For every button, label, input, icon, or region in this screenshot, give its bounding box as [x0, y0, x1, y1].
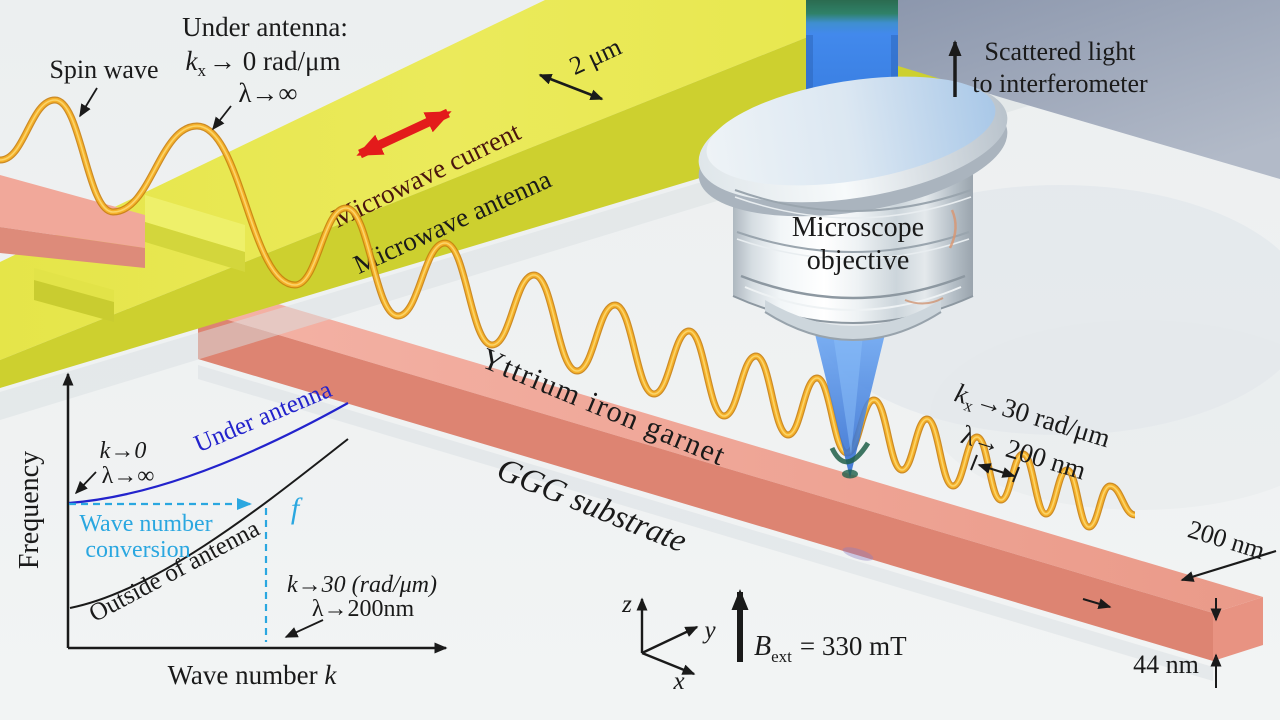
laser-cone-highlight — [833, 334, 863, 455]
objective-label-line2: objective — [807, 245, 910, 276]
strip-width-arrow2-icon — [1082, 598, 1112, 610]
inset-k0-label: k→0 — [100, 438, 147, 464]
coordinate-axes: z y x — [621, 591, 716, 695]
spin-wave-pointer-icon — [79, 87, 98, 118]
under-antenna-heading: Under antenna: — [182, 12, 348, 42]
z-axis-label: z — [621, 591, 632, 618]
bump-front-face — [145, 222, 245, 272]
objective-nose-edge — [764, 311, 942, 341]
objective-nose — [765, 300, 941, 340]
inset-curve-under-antenna — [68, 402, 349, 505]
antenna-terrace-pad — [34, 268, 114, 322]
spin-wave-label: Spin wave — [49, 55, 158, 84]
bump-top-face — [145, 195, 245, 252]
y-axis-label: y — [701, 617, 716, 644]
inset-k0-pointer-icon — [74, 471, 97, 495]
microwave-current-arrow-icon — [356, 108, 452, 159]
yig-right-front-face — [198, 311, 1213, 661]
x-axis-label: x — [672, 668, 684, 695]
spin-wave-annotation: Spin wave — [49, 55, 159, 118]
x-axis-icon — [641, 651, 696, 676]
focal-spot — [842, 469, 858, 479]
yig-right-top-face — [198, 295, 1263, 613]
laser-cone — [815, 334, 885, 561]
yig-right-end-face — [1213, 597, 1263, 661]
flange-top-face — [706, 76, 996, 186]
strip-width-arrow-icon — [1180, 549, 1277, 582]
laser-beam-edge-left — [806, 35, 813, 135]
antenna-crossing-bump — [145, 195, 245, 272]
yig-strip-left — [0, 175, 145, 268]
spin-wave-highlight — [0, 99, 1136, 528]
focal-reflection — [842, 547, 874, 561]
yig-left-front-face — [0, 227, 145, 268]
yig-right-shadow — [198, 365, 1213, 681]
under-antenna-lambda: λ→∞ — [238, 78, 297, 108]
strip-thickness-label: 44 nm — [1133, 650, 1199, 679]
wave-through-cone — [829, 441, 871, 465]
under-antenna-pointer-icon — [212, 105, 232, 131]
inset-curve-outside-antenna — [69, 438, 349, 609]
terrace-top-face — [34, 268, 114, 302]
wavelength-measure-icon — [970, 454, 1020, 483]
y-axis-icon — [641, 625, 699, 655]
under-antenna-k: kx→ 0 rad/μm — [186, 46, 341, 80]
inset-conversion-line2: conversion — [85, 537, 190, 563]
inset-k30-label: k→30 (rad/μm) — [287, 572, 437, 598]
objective-grooves — [732, 189, 974, 324]
inset-k30-pointer-icon — [284, 619, 324, 638]
scattered-light-annotation: Scattered light to interferometer — [948, 37, 1148, 98]
inset-conversion-line1: Wave number — [79, 511, 212, 537]
inset-ylabel: Frequency — [14, 451, 45, 569]
external-field-annotation: Bext= 330 mT — [731, 589, 907, 666]
inset-lambda-inf-label: λ→∞ — [102, 463, 155, 489]
scattered-light-line2: to interferometer — [972, 69, 1148, 98]
antenna-width-arrow-icon — [538, 73, 604, 101]
inset-lambda200-label: λ→200nm — [312, 596, 415, 622]
scattered-light-line1: Scattered light — [985, 37, 1137, 66]
yig-strip-right — [198, 295, 1263, 681]
objective-label-line1: Microscope — [792, 212, 924, 243]
inset-xlabel: Wave number k — [168, 660, 338, 690]
objective-flange — [698, 76, 1008, 217]
terrace-front-face — [34, 280, 114, 322]
microscope-objective: Microscope objective — [698, 0, 1008, 341]
backdrop-corner — [898, 0, 1280, 179]
spin-wave — [0, 96, 1137, 531]
under-antenna-annotation: Under antenna: kx→ 0 rad/μm λ→∞ — [182, 12, 348, 131]
field-label: Bext= 330 mT — [754, 631, 907, 666]
yig-left-top-face — [0, 175, 145, 248]
